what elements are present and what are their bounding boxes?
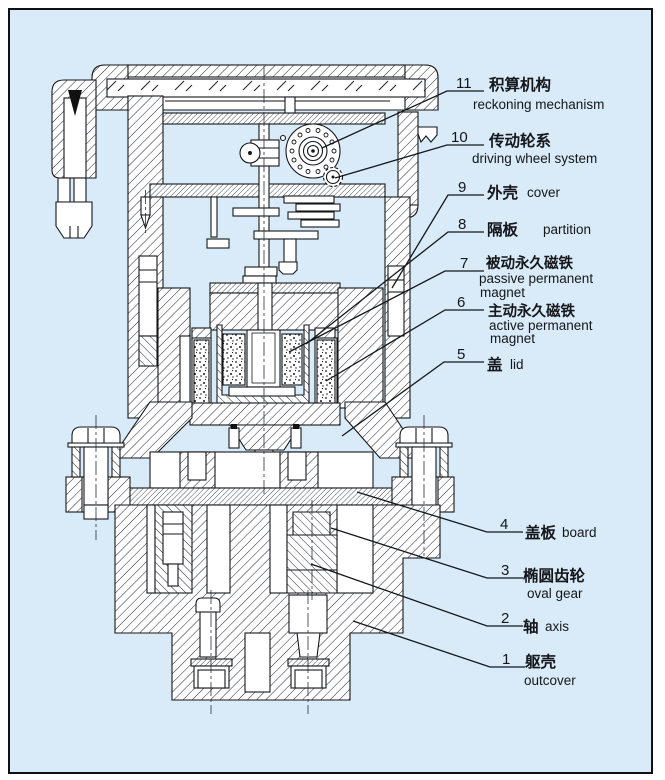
callout-8-zh: 隔板 <box>487 220 519 239</box>
active-magnet-right <box>316 339 336 409</box>
callout-1-zh: 躯壳 <box>524 652 557 671</box>
callout-11-number: 11 <box>456 75 472 92</box>
outer-shell <box>127 95 438 419</box>
callout-6-zh: 主动永久磁铁 <box>488 302 575 320</box>
callout-4-number: 4 <box>500 516 508 533</box>
callout-labels: 11 积算机构 reckoning mechanism 10 传动轮系 driv… <box>451 75 604 688</box>
callout-10-zh: 传动轮系 <box>488 131 551 150</box>
callout-7-number: 7 <box>460 255 468 272</box>
glass-window <box>106 78 426 98</box>
leader-lines <box>288 90 525 668</box>
bottom-plug-right <box>287 594 330 689</box>
leader-7 <box>288 270 484 353</box>
lower-body <box>114 504 441 701</box>
callout-1-number: 1 <box>502 651 510 668</box>
passive-magnet-right <box>281 333 303 386</box>
passive-magnet-left <box>222 333 246 386</box>
callout-8-number: 8 <box>458 216 466 233</box>
adjust-screw <box>68 90 82 116</box>
leader-4 <box>356 491 523 533</box>
callout-7-en-line2: magnet <box>480 285 525 300</box>
leader-1 <box>352 620 525 668</box>
callout-5-en: lid <box>510 357 524 372</box>
register-internals <box>206 96 344 287</box>
callout-11-zh: 积算机构 <box>489 75 551 94</box>
callout-9-number: 9 <box>458 179 466 196</box>
meter-drawing <box>51 64 525 714</box>
center-lines <box>95 66 425 714</box>
active-magnet-left <box>193 339 210 409</box>
leader-2 <box>310 563 523 627</box>
magnet-coupling <box>157 282 384 491</box>
callout-5-zh: 盖 <box>487 355 503 374</box>
callout-10-en: driving wheel system <box>472 151 597 166</box>
register-cap <box>91 64 439 111</box>
leader-3 <box>330 527 523 579</box>
clamp-fingers <box>55 201 93 239</box>
callout-4-en: board <box>562 525 597 540</box>
callout-3-en: oval gear <box>527 586 583 601</box>
board-plate <box>124 487 396 506</box>
callout-6-en-line2: magnet <box>490 331 535 346</box>
left-lug <box>51 79 97 239</box>
callout-9-en: cover <box>527 185 561 200</box>
leader-6 <box>325 309 484 382</box>
shell-hook-ear <box>417 126 438 144</box>
callout-2-number: 2 <box>501 610 509 627</box>
callout-8-en: partition <box>543 222 591 237</box>
leader-8 <box>305 231 484 345</box>
callout-2-zh: 轴 <box>523 617 539 636</box>
leader-9 <box>391 194 484 289</box>
bottom-plug-left <box>190 597 233 689</box>
callout-6-number: 6 <box>457 294 465 311</box>
callout-4-zh: 盖板 <box>525 523 557 542</box>
callout-6-en-line1: active permanent <box>489 318 593 333</box>
callout-9-zh: 外壳 <box>487 183 519 202</box>
leader-5 <box>341 361 484 437</box>
leader-11 <box>321 90 484 149</box>
callout-2-en: axis <box>545 619 569 634</box>
callout-3-number: 3 <box>501 562 509 579</box>
callout-1-en: outcover <box>524 673 576 688</box>
callout-11-en: reckoning mechanism <box>473 97 604 112</box>
callout-7-zh: 被动永久磁铁 <box>486 254 573 272</box>
upper-plate <box>162 112 386 125</box>
wheel-train-stack <box>206 195 341 287</box>
leader-10 <box>334 144 484 179</box>
callout-7-en-line1: passive permanent <box>479 271 593 286</box>
callout-10-number: 10 <box>451 129 468 146</box>
callout-3-zh: 椭圆齿轮 <box>523 566 586 585</box>
callout-5-number: 5 <box>457 346 465 363</box>
